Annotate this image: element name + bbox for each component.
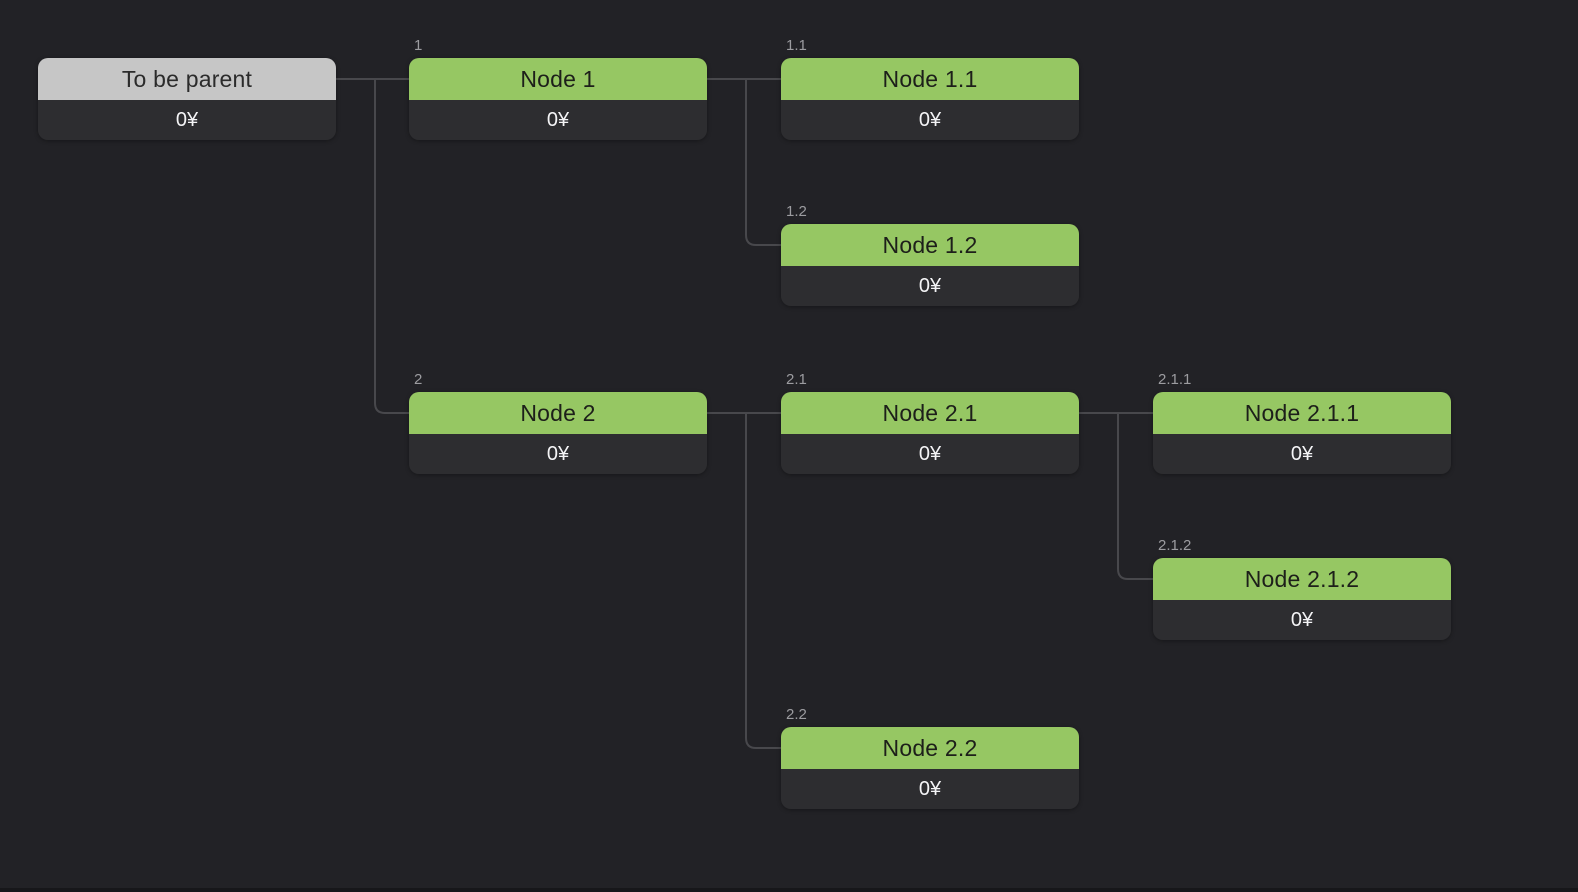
edge-label: 2.1.1 — [1158, 371, 1192, 388]
node-value[interactable]: 0¥ — [38, 100, 336, 140]
node-value[interactable]: 0¥ — [781, 266, 1079, 306]
edge-label: 2.1.2 — [1158, 537, 1192, 554]
node-title[interactable]: Node 2.2 — [781, 727, 1079, 769]
node-2-1[interactable]: 2.1 Node 2.1 0¥ — [781, 372, 1079, 474]
node-value[interactable]: 0¥ — [409, 100, 707, 140]
node-value[interactable]: 0¥ — [781, 434, 1079, 474]
edge-label: 2.2 — [786, 706, 807, 723]
node-title[interactable]: Node 2.1.2 — [1153, 558, 1451, 600]
node-title[interactable]: Node 2 — [409, 392, 707, 434]
edge-2-to-2-2 — [707, 412, 781, 749]
node-2[interactable]: 2 Node 2 0¥ — [409, 372, 707, 474]
window-bottom-edge — [0, 888, 1578, 892]
node-1-2[interactable]: 1.2 Node 1.2 0¥ — [781, 204, 1079, 306]
node-value[interactable]: 0¥ — [409, 434, 707, 474]
node-value[interactable]: 0¥ — [781, 769, 1079, 809]
node-title[interactable]: Node 1.1 — [781, 58, 1079, 100]
node-2-1-2[interactable]: 2.1.2 Node 2.1.2 0¥ — [1153, 538, 1451, 640]
edge-label: 2.1 — [786, 371, 807, 388]
node-title[interactable]: Node 1.2 — [781, 224, 1079, 266]
edge-1-to-1-2 — [707, 78, 781, 246]
node-1-1[interactable]: 1.1 Node 1.1 0¥ — [781, 38, 1079, 140]
edge-label: 2 — [414, 371, 423, 388]
edge-2-1-to-2-1-2 — [1079, 412, 1153, 580]
edge-label: 1 — [414, 37, 423, 54]
node-title[interactable]: To be parent — [38, 58, 336, 100]
node-title[interactable]: Node 1 — [409, 58, 707, 100]
node-title[interactable]: Node 2.1.1 — [1153, 392, 1451, 434]
node-2-1-1[interactable]: 2.1.1 Node 2.1.1 0¥ — [1153, 372, 1451, 474]
node-to-be-parent[interactable]: To be parent 0¥ — [38, 58, 336, 140]
edge-to-be-parent-to-2 — [336, 78, 409, 414]
edge-label: 1.1 — [786, 37, 807, 54]
node-2-2[interactable]: 2.2 Node 2.2 0¥ — [781, 707, 1079, 809]
node-1[interactable]: 1 Node 1 0¥ — [409, 38, 707, 140]
node-value[interactable]: 0¥ — [1153, 600, 1451, 640]
edge-label: 1.2 — [786, 203, 807, 220]
node-value[interactable]: 0¥ — [781, 100, 1079, 140]
node-value[interactable]: 0¥ — [1153, 434, 1451, 474]
node-title[interactable]: Node 2.1 — [781, 392, 1079, 434]
